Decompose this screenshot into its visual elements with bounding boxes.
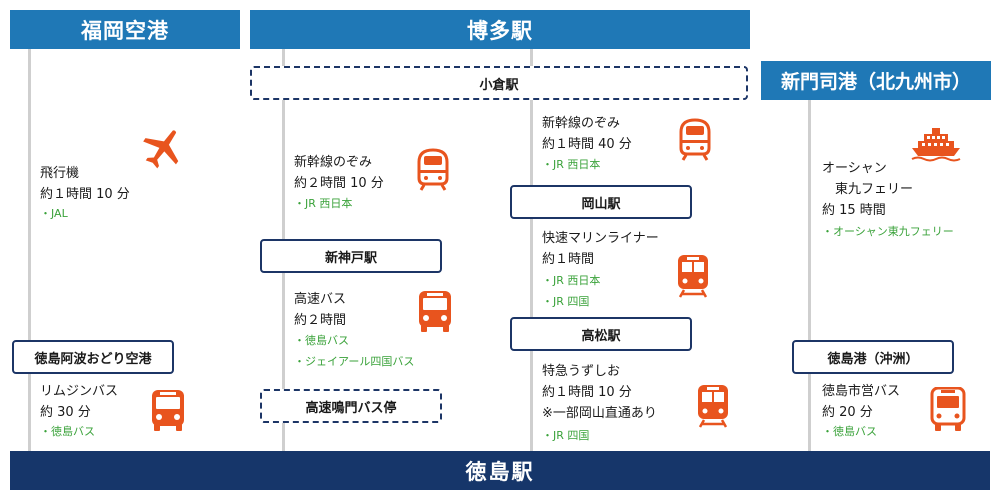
station-kokura: 小倉駅 [250,66,748,100]
route-highway-bus-info: 高速バス 約２時間 [294,289,346,331]
route-marine-liner-operators: ・JR 西日本 ・JR 四国 [542,270,600,312]
station-awaodori-airport: 徳島阿波おどり空港 [12,340,174,374]
operator-label: ・徳島バス [822,425,877,438]
bus-icon [930,387,966,431]
route-mode: 飛行機 [40,166,80,181]
bus-icon [152,390,184,431]
operator-label: ・JR 西日本 [294,197,353,210]
shinkansen-icon [679,118,711,161]
route-nozomi-okayama-operators: ・JR 西日本 [542,154,600,175]
route-plane-operators: ・JAL [40,203,68,224]
operator-label: ・JAL [40,207,68,220]
route-uzushio-info: 特急うずしお 約１時間 10 分 ※一部岡山直通あり [542,361,657,424]
route-nozomi-kobe-info: 新幹線のぞみ 約２時間 10 分 [294,152,384,194]
route-mode: オーシャン [822,161,887,176]
route-duration: 約１時間 40 分 [542,137,632,152]
route-mode: 徳島市営バス [822,384,901,399]
route-city-bus-operators: ・徳島バス [822,421,877,442]
route-mode: 快速マリンライナー [542,231,659,246]
route-mode: リムジンバス [40,384,119,399]
route-mode: 新幹線のぞみ [294,155,373,170]
station-tokushima-port: 徳島港（沖洲） [792,340,954,374]
route-limousine-operators: ・徳島バス [40,421,95,442]
route-uzushio-operators: ・JR 四国 [542,425,589,446]
route-plane-info: 飛行機 約１時間 10 分 [40,163,130,205]
route-mode: 特急うずしお [542,364,621,379]
route-highway-bus-operators: ・徳島バス ・ジェイアール四国バス [294,330,414,372]
operator-label: ・徳島バス [40,425,95,438]
route-note: ※一部岡山直通あり [542,406,657,421]
route-mode: 東九フェリー [822,182,914,197]
route-line-shinmoji [808,98,811,458]
route-nozomi-okayama-info: 新幹線のぞみ 約１時間 40 分 [542,113,632,155]
route-duration: 約２時間 [294,313,347,328]
bus-icon [419,291,451,332]
route-line-hakata-okayama [530,48,533,458]
route-line-fukuoka [28,48,31,458]
route-mode: 高速バス [294,292,347,307]
shinkansen-icon [417,148,449,191]
route-limousine-info: リムジンバス 約 30 分 [40,381,118,423]
route-duration: 約２時間 10 分 [294,176,384,191]
train-icon [698,385,728,428]
operator-label: ・JR 四国 [542,295,590,308]
route-duration: 約１時間 10 分 [542,385,632,400]
operator-label: ・ジェイアール四国バス [294,355,415,368]
route-duration: 約１時間 [542,252,595,267]
operator-label: ・オーシャン東九フェリー [822,225,954,238]
route-city-bus-info: 徳島市営バス 約 20 分 [822,381,900,423]
operator-label: ・JR 西日本 [542,274,601,287]
station-shinkobe: 新神戸駅 [260,239,442,273]
operator-label: ・JR 四国 [542,429,590,442]
route-nozomi-kobe-operators: ・JR 西日本 [294,193,352,214]
station-naruto-bus-stop: 高速鳴門バス停 [260,389,442,423]
route-duration: 約 30 分 [40,405,91,420]
route-duration: 約 15 時間 [822,203,886,218]
station-okayama: 岡山駅 [510,185,692,219]
airplane-icon [143,130,179,169]
operator-label: ・JR 西日本 [542,158,601,171]
header-fukuoka-airport: 福岡空港 [10,10,240,49]
ship-icon [911,128,961,162]
route-marine-liner-info: 快速マリンライナー 約１時間 [542,228,659,270]
header-hakata-station: 博多駅 [250,10,750,49]
route-ferry-info: オーシャン 東九フェリー 約 15 時間 [822,158,913,221]
header-shinmoji-port: 新門司港（北九州市） [761,61,991,100]
route-ferry-operators: ・オーシャン東九フェリー [822,221,954,242]
route-duration: 約１時間 10 分 [40,187,130,202]
train-icon [678,255,708,298]
route-duration: 約 20 分 [822,405,873,420]
station-takamatsu: 高松駅 [510,317,692,351]
operator-label: ・徳島バス [294,334,349,347]
destination-tokushima-station: 徳島駅 [10,451,990,490]
route-mode: 新幹線のぞみ [542,116,621,131]
